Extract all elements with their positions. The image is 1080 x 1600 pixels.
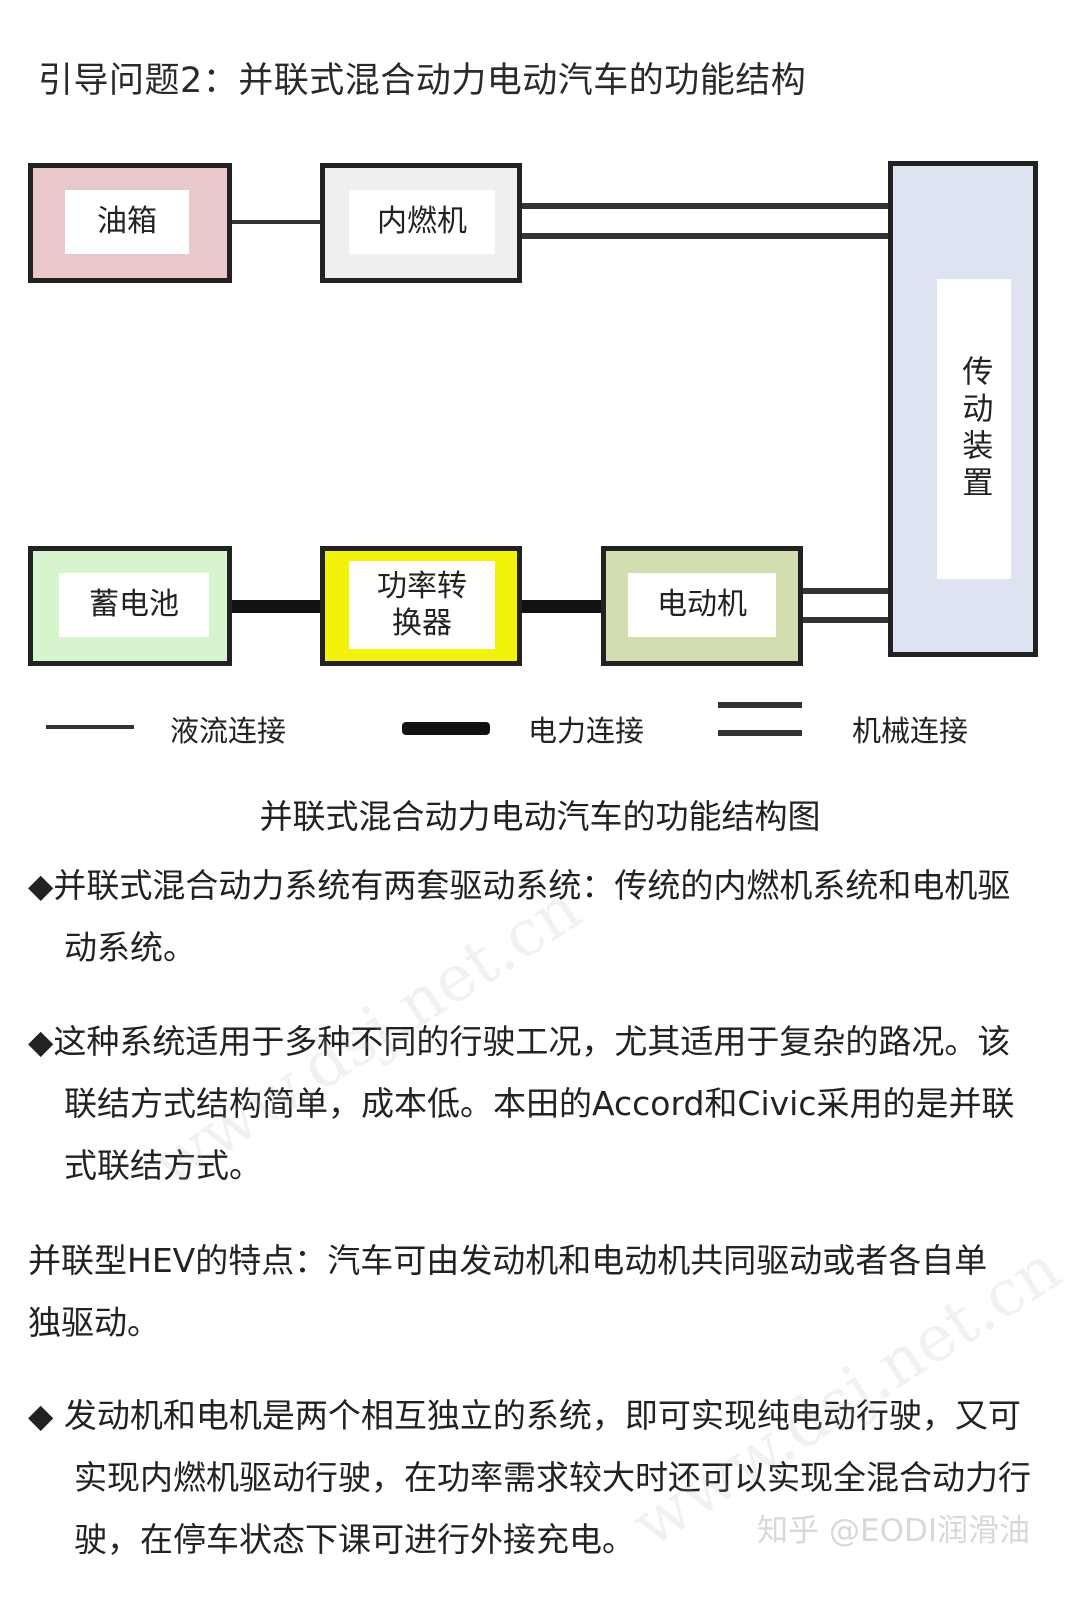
legend-fluid-line (46, 725, 134, 729)
paragraph-applicability: ◆这种系统适用于多种不同的行驶工况，尤其适用于复杂的路况。该联结方式结构简单，成… (28, 1022, 1015, 1185)
engine-box: 内燃机 (320, 163, 522, 283)
legend-electric-line (402, 722, 490, 735)
electric-connection-converter-motor (518, 600, 604, 613)
paragraph-independent-systems: ◆ 发动机和电机是两个相互独立的系统，即可实现纯电动行驶，又可实现内燃机驱动行驶… (28, 1396, 1031, 1559)
paragraph-two-drive-systems: ◆并联式混合动力系统有两套驱动系统：传统的内燃机系统和电机驱动系统。 (28, 866, 1011, 967)
legend-fluid-label: 液流连接 (170, 714, 287, 748)
electric-connection-battery-converter (228, 600, 324, 613)
transmission-label: 传动装置 (937, 279, 1011, 579)
transmission-box: 传动装置 (888, 161, 1038, 657)
legend-mechanical-line-top (718, 702, 802, 708)
fuel-tank-box: 油箱 (28, 163, 232, 283)
fluid-connection-tank-engine (228, 220, 324, 224)
battery-box: 蓄电池 (28, 546, 232, 666)
battery-label: 蓄电池 (59, 573, 209, 637)
hev-structure-diagram: 油箱 内燃机 传动装置 蓄电池 功率转换器 电动机 液流连接 电力连接 机械连接 (28, 161, 1038, 748)
motor-label: 电动机 (628, 573, 776, 637)
legend-mechanical-label: 机械连接 (852, 714, 969, 748)
motor-box: 电动机 (601, 546, 803, 666)
legend-electric-label: 电力连接 (528, 714, 645, 748)
paragraph-hev-features: 并联型HEV的特点：汽车可由发动机和电动机共同驱动或者各自单独驱动。 (28, 1241, 988, 1342)
mech-connection-motor-transmission-bottom (800, 617, 892, 623)
source-credit: 知乎 @EODI润滑油 (757, 1513, 1030, 1549)
legend-mechanical-line-bottom (718, 730, 802, 736)
engine-label: 内燃机 (349, 190, 495, 254)
fuel-tank-label: 油箱 (65, 190, 189, 254)
power-converter-box: 功率转换器 (320, 546, 522, 666)
diagram-caption: 并联式混合动力电动汽车的功能结构图 (259, 797, 821, 836)
mech-connection-engine-transmission-top (518, 203, 892, 209)
power-converter-label: 功率转换器 (349, 561, 495, 649)
mech-connection-motor-transmission-top (800, 588, 892, 594)
page-heading: 引导问题2：并联式混合动力电动汽车的功能结构 (38, 61, 807, 101)
mech-connection-engine-transmission-bottom (518, 233, 892, 239)
